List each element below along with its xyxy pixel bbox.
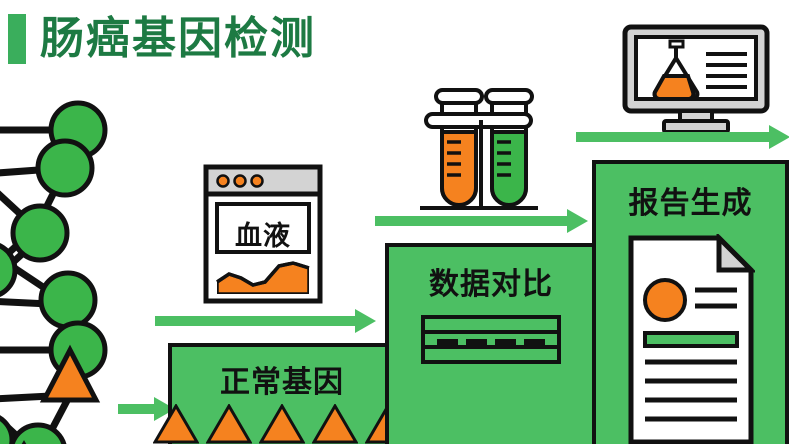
chart-top-rule [425,330,557,334]
bar-1 [437,339,458,346]
triangle-row-icon [153,404,411,444]
test-tube-rack-icon [408,80,548,225]
dna-helix-icon [0,100,113,444]
chart-bars [433,338,549,346]
page-title: 肠癌基因检测 [8,14,316,64]
step-label-data-comparison: 数据对比 [429,268,553,301]
title-accent-bar [8,14,26,64]
arrow-dna-to-step1 [118,396,176,422]
blood-sample-window-icon: 血液 [203,164,323,304]
bar-3 [495,338,516,346]
arrow-blood-to-step2 [155,308,377,334]
step-block-normal-gene[interactable]: 正常基因 [153,343,411,444]
triangle-icon [259,404,305,444]
arrow-monitor-out [576,124,789,150]
bar-2 [466,339,487,346]
bar-chart-icon [421,315,561,365]
step-block-data-comparison[interactable]: 数据对比 [385,243,597,444]
step-block-report-generation[interactable]: 报告生成 [592,160,789,444]
triangle-icon [153,404,199,444]
blood-label: 血液 [235,221,291,251]
triangle-icon [206,404,252,444]
bar-4 [524,338,545,346]
step-label-normal-gene: 正常基因 [220,366,344,399]
arrow-tubes-to-step3 [375,208,589,234]
title-text: 肠癌基因检测 [40,14,316,63]
triangle-icon [312,404,358,444]
step-label-report-generation: 报告生成 [628,187,753,220]
chart-bottom-rule [425,345,557,350]
monitor-flask-icon [622,24,770,134]
report-document-icon [627,234,755,444]
